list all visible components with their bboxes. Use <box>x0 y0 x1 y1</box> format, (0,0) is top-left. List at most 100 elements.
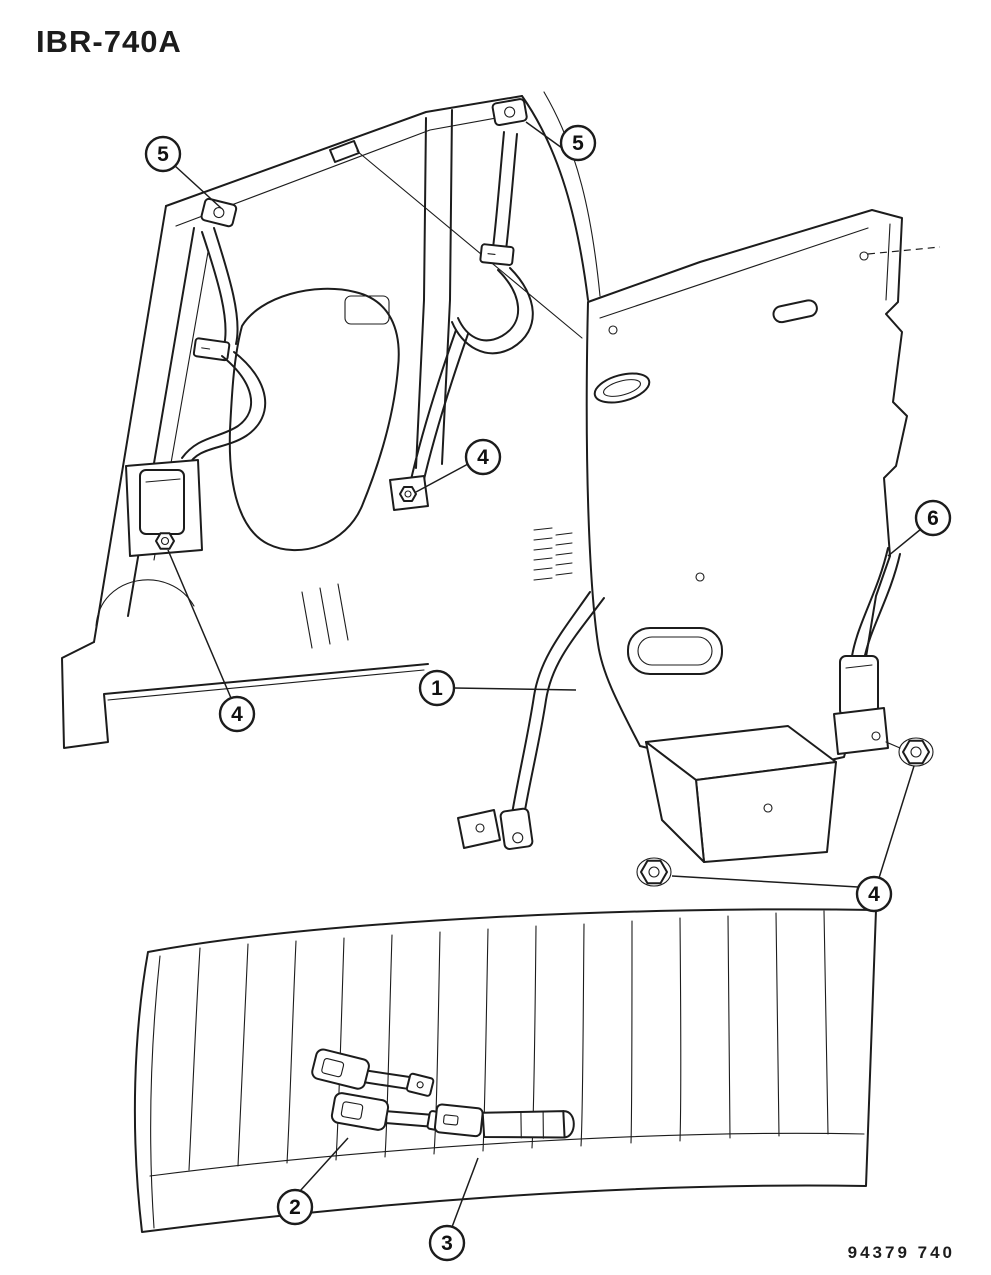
webbing-fold-line <box>542 1111 544 1139</box>
center-belt-latch <box>433 1103 575 1139</box>
callout-leader-line <box>878 765 915 879</box>
floor-strut-2 <box>319 587 331 645</box>
handle-inner <box>603 379 641 397</box>
belt-loop-inner <box>457 269 519 342</box>
callout-number: 4 <box>231 703 243 726</box>
callout-number: 5 <box>157 143 169 166</box>
callout-leader-line <box>173 164 222 209</box>
belt-webbing-edge <box>421 333 469 489</box>
panel-screw-hole <box>859 251 869 261</box>
drawing-code: IBR-740A <box>36 24 182 59</box>
grab-handle <box>772 299 818 324</box>
belt-webbing-edge <box>409 329 457 485</box>
seat-left-edge-line <box>150 955 161 1229</box>
buckle-strap-edge <box>364 1081 408 1090</box>
retractor-bolt-hex <box>155 532 175 550</box>
callout-number: 5 <box>572 132 584 155</box>
center-pillar-left-edge <box>415 117 427 469</box>
callout-leader-line <box>453 687 577 691</box>
anchor-bolt-hole <box>504 106 516 118</box>
strap-end-hole <box>416 1081 424 1089</box>
grille-slot <box>555 552 573 556</box>
floor-anchor-bracket <box>457 809 501 849</box>
grille-slot <box>555 542 573 546</box>
buckle-set-left <box>311 1048 455 1134</box>
belt-end-plate <box>499 807 534 850</box>
callout-6: 6 <box>887 499 952 557</box>
latch-slot <box>442 1114 459 1126</box>
pleat-line <box>384 934 393 1158</box>
belt-loop-inner <box>181 355 253 459</box>
buckle-body <box>311 1048 370 1090</box>
callout-circle <box>218 695 256 733</box>
center-pillar-right-edge <box>441 109 453 465</box>
callout-5-left: 5 <box>144 135 222 209</box>
retractor-detail-line <box>845 664 873 669</box>
callout-number: 4 <box>868 883 880 906</box>
callout-leader-line <box>451 1157 479 1228</box>
callout-circle <box>559 124 597 162</box>
pleat-line <box>630 920 633 1144</box>
buckle-strap-edge <box>386 1110 431 1116</box>
pleat-line <box>580 923 585 1147</box>
center-lap-belt-assembly <box>457 591 605 850</box>
wheel-arch <box>95 579 195 627</box>
roof-clip-leader-line <box>356 150 583 339</box>
belt-webbing-edge <box>213 227 239 345</box>
callout-5-right: 5 <box>525 121 597 162</box>
callout-circle <box>144 135 182 173</box>
bolt-washer <box>898 737 934 767</box>
sheet-number: 94379 740 <box>847 1243 955 1262</box>
callout-3: 3 <box>428 1157 479 1262</box>
grille-slot <box>555 562 573 566</box>
latch-slot <box>201 347 211 350</box>
grille-slot <box>533 547 553 551</box>
latch-plate <box>479 243 515 266</box>
belt-webbing-edge <box>201 231 227 347</box>
belt-webbing-edge <box>511 591 591 815</box>
panel-handle-cutout <box>593 372 651 404</box>
callout-circle <box>418 669 456 707</box>
belt-webbing-edge <box>505 133 518 251</box>
grille-slot <box>555 532 573 536</box>
pleat-line <box>775 912 780 1137</box>
callout-circle <box>428 1224 466 1262</box>
buckle-strap-edge <box>384 1122 429 1128</box>
belt-webbing-edge <box>523 597 605 817</box>
callout-2: 2 <box>276 1137 349 1226</box>
callout-1: 1 <box>418 669 577 707</box>
right-sail-panel-edge <box>521 95 589 301</box>
callout-circle <box>914 499 952 537</box>
webbing-end-fold <box>562 1110 575 1139</box>
anchor-bolt-center <box>404 490 412 498</box>
pleat-line <box>188 947 201 1171</box>
callout-number: 1 <box>431 677 443 700</box>
sliding-door-trim-outline <box>228 287 400 552</box>
buckle-strap-edge <box>366 1069 411 1079</box>
callout-leader-line <box>299 1137 349 1192</box>
callout-circle <box>855 875 893 913</box>
left-pillar-outer <box>93 205 167 643</box>
vehicle-structure <box>61 91 601 749</box>
grille-slot <box>533 567 553 571</box>
callout-4-left: 4 <box>167 549 256 733</box>
bolt-hex-head <box>640 859 668 885</box>
retractor-bracket-right <box>833 707 889 755</box>
storage-box <box>645 725 837 863</box>
panel-screw-hole <box>608 325 618 335</box>
box-left-face <box>645 741 705 863</box>
bolt-hex-head <box>902 739 930 765</box>
panel-screw-hole <box>695 572 705 582</box>
box-hole <box>763 803 773 813</box>
rear-bench-seat <box>133 908 877 1233</box>
latch-slot <box>487 253 496 255</box>
strap-end-plate <box>405 1072 435 1097</box>
pleat-line <box>727 915 731 1139</box>
latch-plate-center <box>479 243 515 266</box>
bolt-alignment-line <box>885 741 901 749</box>
callout-circle <box>464 438 502 476</box>
right-shoulder-belt-assembly <box>833 547 901 755</box>
bolt-center <box>910 746 922 758</box>
handle-outer <box>593 372 651 404</box>
callout-leader-line <box>167 549 232 699</box>
